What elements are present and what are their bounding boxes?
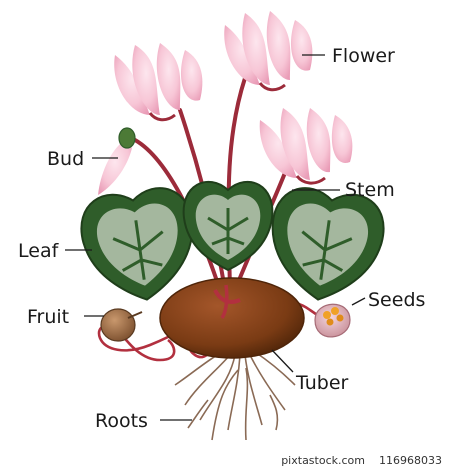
footer-bar: pixtastock.com 116968033 xyxy=(0,451,450,469)
label-tuber: Tuber xyxy=(295,372,349,394)
label-roots: Roots xyxy=(95,410,148,432)
label-stem: Stem xyxy=(345,179,395,201)
tuber-icon xyxy=(159,277,305,359)
label-leaf: Leaf xyxy=(18,240,60,262)
bud-icon xyxy=(98,127,136,195)
leader-lines xyxy=(65,54,366,421)
root-icon xyxy=(174,351,296,441)
label-bud: Bud xyxy=(47,148,84,170)
footer-image-id: 116968033 xyxy=(379,453,442,467)
seed-pod-icon xyxy=(314,303,351,338)
footer-site: pixtastock.com xyxy=(281,453,365,467)
flower-icon xyxy=(114,11,353,185)
label-seeds: Seeds xyxy=(368,289,425,311)
leaf-icon xyxy=(80,180,385,301)
label-flower: Flower xyxy=(332,45,395,67)
label-fruit: Fruit xyxy=(27,306,69,328)
fruit-icon xyxy=(100,308,143,342)
